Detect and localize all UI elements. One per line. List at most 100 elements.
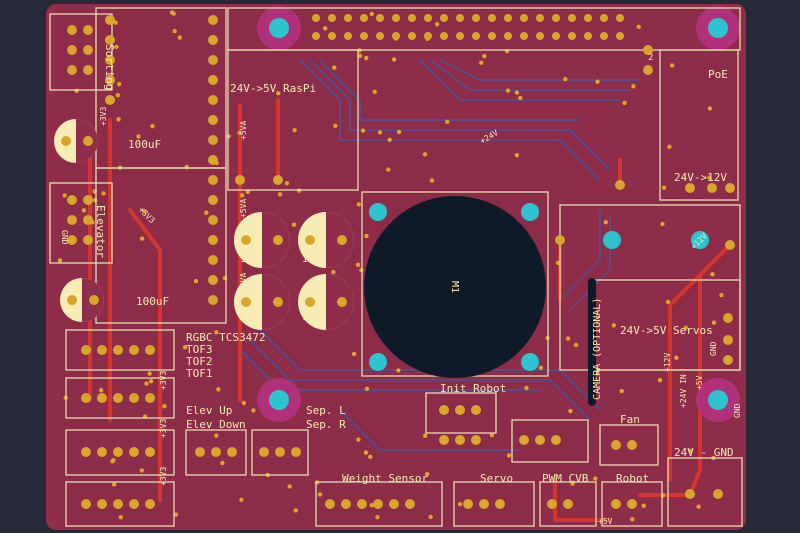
via xyxy=(291,222,297,227)
header-pin xyxy=(616,14,624,22)
mounting-holes xyxy=(257,6,740,422)
connector-pad xyxy=(723,355,733,365)
via xyxy=(555,260,561,266)
connector-pad xyxy=(627,440,637,450)
connector-pad xyxy=(67,215,77,225)
connector-pad xyxy=(195,447,205,457)
via xyxy=(74,88,79,93)
via xyxy=(276,91,281,96)
header-pin xyxy=(568,32,576,40)
label-servos: 24V->5V Servos xyxy=(620,324,713,337)
via xyxy=(251,408,256,413)
via xyxy=(357,53,363,59)
via xyxy=(683,325,688,331)
label-tof3: TOF3 xyxy=(186,343,213,356)
via xyxy=(351,351,357,357)
via xyxy=(387,137,392,143)
via xyxy=(139,236,145,241)
via xyxy=(434,22,440,27)
label-raspi: 24V->5V RasPi xyxy=(230,82,316,95)
via xyxy=(204,210,209,215)
via xyxy=(505,88,511,93)
connector-pad xyxy=(208,295,218,305)
via xyxy=(482,53,487,59)
via xyxy=(696,504,701,509)
via xyxy=(369,11,375,17)
label-1m-c: 1m xyxy=(240,312,252,323)
connector-pad xyxy=(471,435,481,445)
via xyxy=(603,219,608,225)
via xyxy=(193,278,199,284)
connector-pad xyxy=(97,393,107,403)
via xyxy=(98,387,104,393)
via xyxy=(674,355,679,360)
connector-pad xyxy=(455,435,465,445)
net-3v3-e: +3V3 xyxy=(159,467,168,486)
via xyxy=(62,193,67,198)
via xyxy=(423,433,428,438)
net-5v-a: +5V xyxy=(695,375,704,390)
via xyxy=(665,299,671,305)
via xyxy=(216,387,221,392)
via xyxy=(331,269,336,275)
connector-pad xyxy=(563,499,573,509)
connector-pad xyxy=(208,35,218,45)
via xyxy=(369,503,374,508)
connector-pad xyxy=(129,345,139,355)
connector-pad xyxy=(81,447,91,457)
connector-pad xyxy=(325,499,335,509)
connector-pad xyxy=(67,65,77,75)
header-pin xyxy=(424,14,432,22)
connector-pad xyxy=(105,75,115,85)
via xyxy=(284,180,290,186)
net-3v3-a: +3V3 xyxy=(99,107,108,126)
connector-pad xyxy=(81,499,91,509)
cap-1m-d xyxy=(298,274,354,330)
net-gnd-b: GND xyxy=(733,403,742,418)
motor-label: M1 xyxy=(449,281,460,293)
label-elev-down: Elev Down xyxy=(186,418,246,431)
connector-pad xyxy=(105,95,115,105)
via xyxy=(148,379,154,384)
via xyxy=(323,26,328,31)
via xyxy=(214,433,219,438)
via xyxy=(563,77,568,82)
cap-1m-a xyxy=(234,212,290,268)
header-pin xyxy=(360,14,368,22)
connector-pad xyxy=(685,183,695,193)
header-pin xyxy=(520,14,528,22)
label-100uf-bottom: 100uF xyxy=(136,295,169,308)
cap-1m-b xyxy=(298,212,354,268)
motor-keepout xyxy=(364,196,546,378)
via xyxy=(287,484,292,489)
via xyxy=(177,35,183,40)
via xyxy=(391,57,397,62)
connector-pad xyxy=(208,15,218,25)
via xyxy=(622,100,627,106)
via xyxy=(214,330,219,335)
via xyxy=(356,202,362,207)
header-pin xyxy=(360,32,368,40)
connector-pad xyxy=(535,435,545,445)
net-5v-b: +5V xyxy=(598,517,613,526)
connector-pad xyxy=(551,435,561,445)
header-pin xyxy=(392,14,400,22)
via xyxy=(364,386,370,392)
header-pin xyxy=(376,14,384,22)
connector-pad xyxy=(291,447,301,457)
connector-pad xyxy=(113,393,123,403)
connector-pad xyxy=(643,65,653,75)
via xyxy=(101,191,106,196)
header-pin xyxy=(504,32,512,40)
connector-pad xyxy=(341,499,351,509)
label-pwm-cvb: PWM CVB xyxy=(542,472,589,485)
connector-pad xyxy=(211,447,221,457)
connector-pad xyxy=(97,499,107,509)
connector-pad xyxy=(97,345,107,355)
connector-pad xyxy=(67,45,77,55)
net-5va-b: +5VA xyxy=(239,199,248,218)
via xyxy=(111,482,117,487)
label-fan: Fan xyxy=(620,413,640,426)
net-gnd-c: GND xyxy=(60,230,69,245)
